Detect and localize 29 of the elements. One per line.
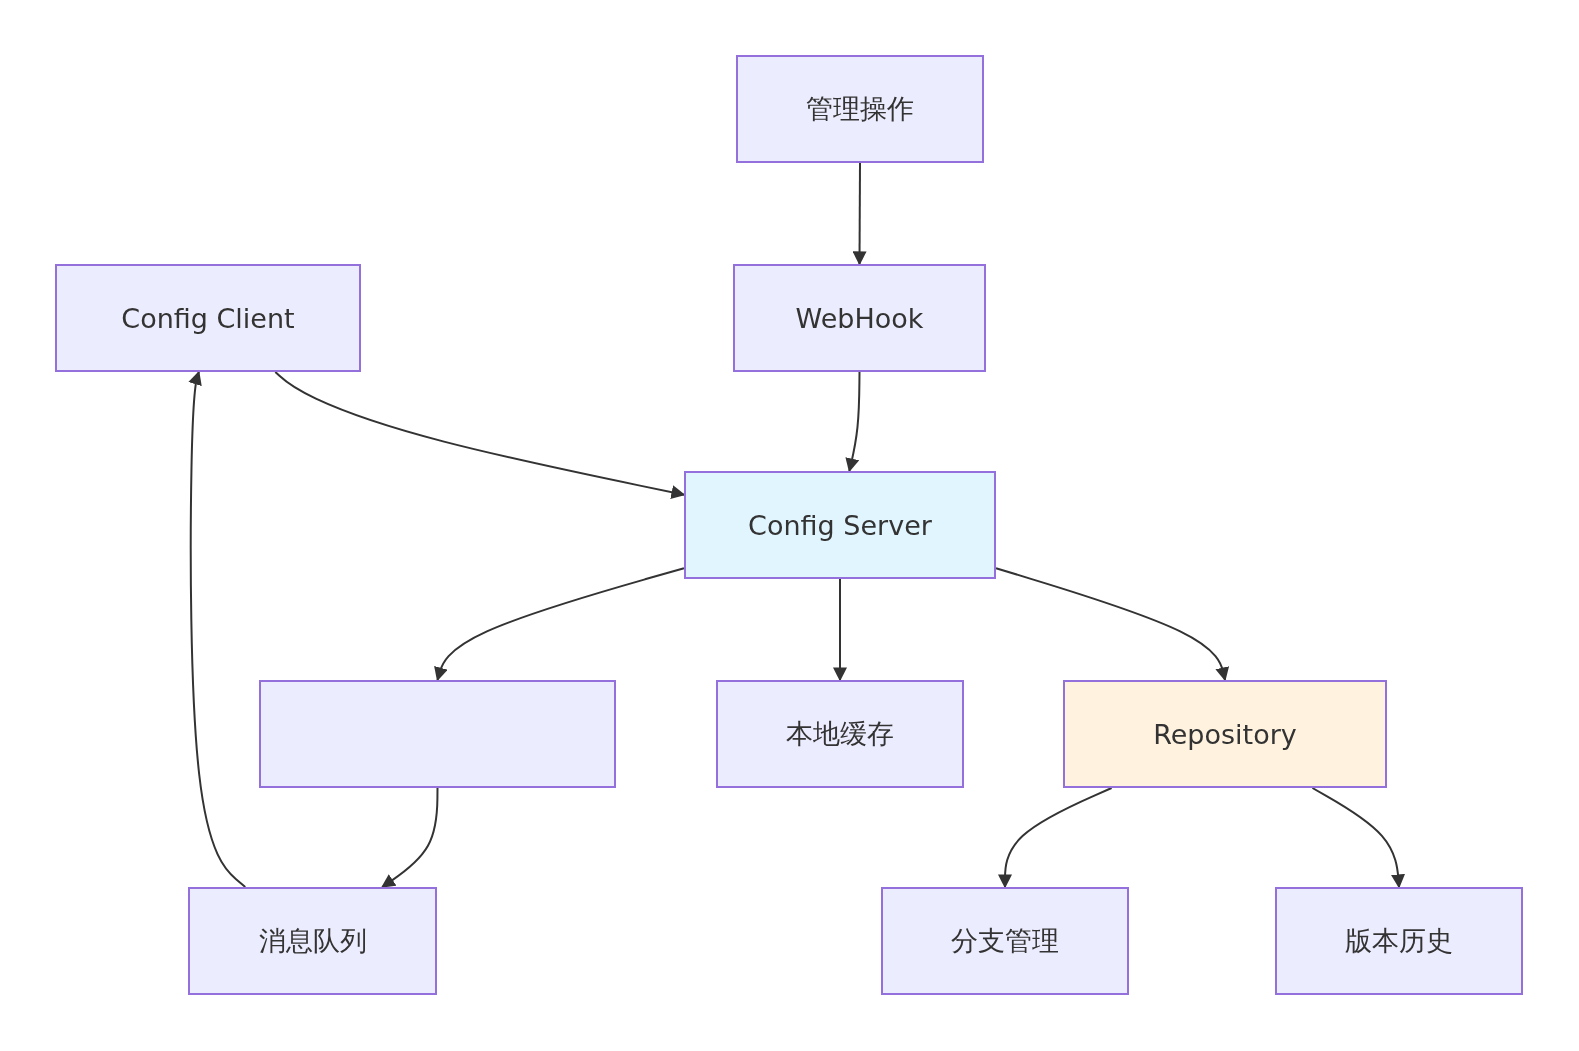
arrow [1311, 787, 1405, 889]
empty-box [259, 680, 616, 788]
node-label: Config Server [748, 509, 932, 541]
arrow [833, 578, 847, 682]
process-box [716, 680, 964, 788]
arrow [434, 567, 685, 682]
process-box [1275, 887, 1523, 995]
arrow [998, 787, 1113, 889]
node-label: 管理操作 [806, 92, 914, 126]
process-box [684, 471, 996, 579]
arrow [995, 567, 1230, 682]
node-label: Repository [1153, 718, 1297, 750]
node-label: Config Client [121, 302, 295, 334]
node-label: 消息队列 [258, 924, 367, 958]
node-label: 版本历史 [1345, 924, 1453, 958]
node-label: 本地缓存 [786, 717, 894, 751]
process-box [733, 264, 986, 372]
arrow [274, 371, 686, 500]
process-box [736, 55, 984, 163]
process-box [881, 887, 1129, 995]
node-label: 分支管理 [951, 924, 1059, 958]
process-box [55, 264, 361, 372]
process-box [1063, 680, 1387, 788]
arrow [852, 162, 867, 266]
node-label: WebHook [795, 302, 924, 334]
arrow [845, 371, 861, 473]
arrow [381, 787, 439, 888]
arrow [188, 370, 247, 888]
process-box [188, 887, 437, 995]
